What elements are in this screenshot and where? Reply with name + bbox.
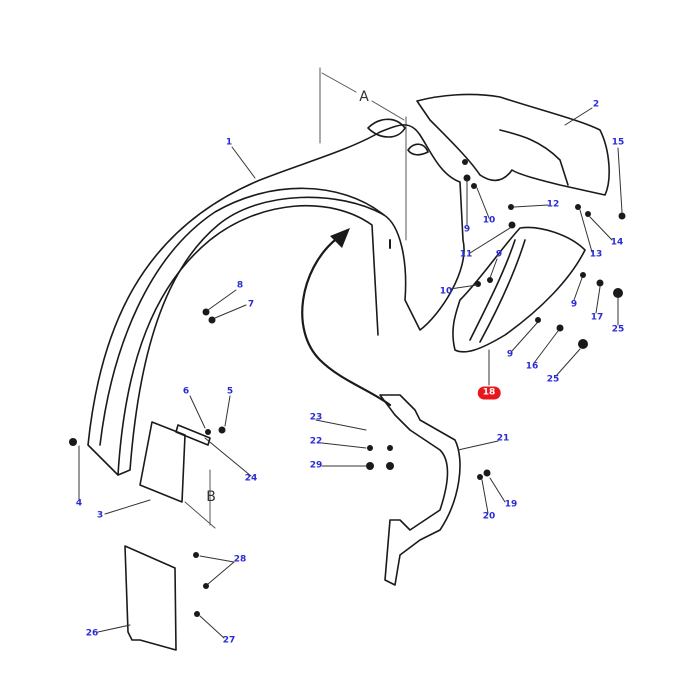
callout-part-5[interactable]: 5 [226, 386, 234, 397]
dimension-a-lines [319, 67, 407, 241]
callout-part-12[interactable]: 12 [546, 199, 560, 210]
callout-part-13[interactable]: 13 [589, 249, 603, 260]
plate [124, 545, 177, 651]
callout-part-16[interactable]: 16 [525, 361, 539, 372]
callout-part-2[interactable]: 2 [592, 99, 600, 110]
callout-part-9[interactable]: 9 [495, 249, 503, 260]
callout-part-9[interactable]: 9 [570, 299, 578, 310]
callout-part-24[interactable]: 24 [244, 473, 258, 484]
fender-main [87, 118, 465, 476]
callout-part-15[interactable]: 15 [611, 137, 625, 148]
dimension-a-label: A [359, 89, 369, 105]
callout-part-14[interactable]: 14 [610, 237, 624, 248]
callout-part-11[interactable]: 11 [459, 249, 473, 260]
bracket [379, 394, 461, 586]
callout-part-25[interactable]: 25 [546, 374, 560, 385]
callout-part-28[interactable]: 28 [233, 554, 247, 565]
callout-part-10[interactable]: 10 [439, 286, 453, 297]
mud-flap [139, 421, 211, 503]
callout-part-26[interactable]: 26 [85, 628, 99, 639]
dimension-b-label: B [206, 489, 216, 505]
lower-cover [452, 226, 586, 353]
callout-part-9[interactable]: 9 [506, 349, 514, 360]
callout-part-27[interactable]: 27 [222, 635, 236, 646]
callout-part-3[interactable]: 3 [96, 510, 104, 521]
callout-part-25[interactable]: 25 [611, 324, 625, 335]
callout-part-10[interactable]: 10 [482, 215, 496, 226]
callout-part-18-selected[interactable]: 18 [477, 386, 501, 400]
callout-part-1[interactable]: 1 [225, 137, 233, 148]
assembly-arrow [301, 228, 392, 407]
callout-part-23[interactable]: 23 [309, 412, 323, 423]
callout-part-8[interactable]: 8 [236, 280, 244, 291]
callout-part-21[interactable]: 21 [496, 433, 510, 444]
callout-part-4[interactable]: 4 [75, 498, 83, 509]
callout-part-9[interactable]: 9 [463, 224, 471, 235]
callout-part-22[interactable]: 22 [309, 436, 323, 447]
upper-cover [416, 93, 610, 196]
callout-part-19[interactable]: 19 [504, 499, 518, 510]
leader-lines [78, 107, 623, 639]
callout-part-17[interactable]: 17 [590, 312, 604, 323]
callout-part-29[interactable]: 29 [309, 460, 323, 471]
hardware [69, 159, 626, 617]
callout-part-20[interactable]: 20 [482, 511, 496, 522]
dimension-b-lines [184, 469, 216, 529]
callout-part-7[interactable]: 7 [247, 299, 255, 310]
callout-part-6[interactable]: 6 [182, 386, 190, 397]
